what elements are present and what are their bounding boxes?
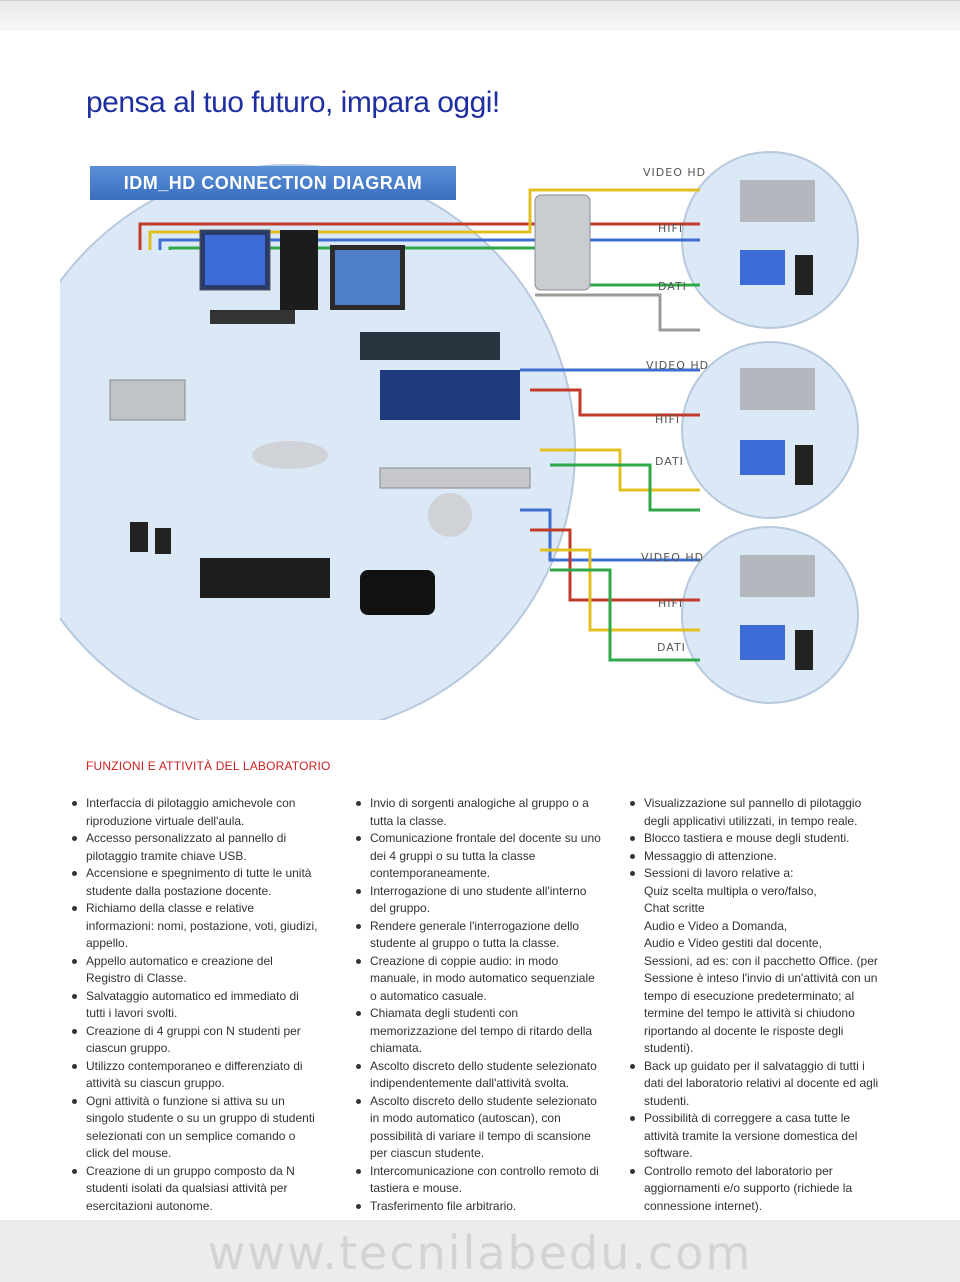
diagram-label: DATI [657,641,686,654]
features-column-2: Invio di sorgenti analogiche al gruppo o… [356,795,602,1215]
diagram-label: VIDEO HD [646,359,710,372]
list-item: Messaggio di attenzione. [630,848,880,866]
sub-item: Audio e Video a Domanda, [644,918,788,933]
diagram-label: VIDEO HD [641,551,705,564]
sub-item: Audio e Video gestiti dal docente, [644,936,822,950]
diagram-label: HIFI [658,222,684,235]
list-item: Invio di sorgenti analogiche al gruppo o… [356,795,602,830]
list-item: Possibilità di correggere a casa tutte l… [630,1110,880,1163]
diagram-title: IDM_HD CONNECTION DIAGRAM [123,173,423,193]
list-item: Appello automatico e creazione del Regis… [72,953,320,988]
list-item: Controllo remoto del laboratorio per agg… [630,1163,880,1216]
connection-diagram [60,151,859,720]
diagram-label: DATI [655,455,684,468]
list-item: Chiamata degli studenti con memorizzazio… [356,1005,602,1058]
sub-item: Sessioni, ad es: con il pacchetto Office… [644,953,878,1056]
section-title: FUNZIONI E ATTIVITÀ DEL LABORATORIO [86,759,331,773]
diagram-label: HIFI [655,413,681,426]
features-column-1: Interfaccia di pilotaggio amichevole con… [72,795,320,1215]
list-item: Ascolto discreto dello studente selezion… [356,1058,602,1093]
footer-band [0,1220,960,1282]
list-item: Utilizzo contemporaneo e differenziato d… [72,1058,320,1093]
list-item: Sessioni di lavoro relative a: [630,865,880,883]
list-item: Interrogazione di uno studente all'inter… [356,883,602,918]
list-item: Creazione di coppie audio: in modo manua… [356,953,602,1006]
list-item: Visualizzazione sul pannello di pilotagg… [630,795,880,830]
list-item: Ascolto discreto dello studente selezion… [356,1093,602,1163]
list-item: Creazione di un gruppo composto da N stu… [72,1163,320,1216]
list-item: Ogni attività o funzione si attiva su un… [72,1093,320,1163]
footer-url: www.tecnilabedu.com [207,1226,753,1280]
list-item: Back up guidato per il salvataggio di tu… [630,1058,880,1111]
sub-item: Quiz scelta multipla o vero/falso, [644,883,817,898]
list-item: Rendere generale l'interrogazione dello … [356,918,602,953]
features-column-3: Visualizzazione sul pannello di pilotagg… [630,795,880,1215]
list-item: Salvataggio automatico ed immediato di t… [72,988,320,1023]
diagram-label: DATI [658,280,687,293]
diagram-label: HIFI [658,597,684,610]
list-item: Creazione di 4 gruppi con N studenti per… [72,1023,320,1058]
list-item: Comunicazione frontale del docente su un… [356,830,602,883]
list-item: Trasferimento file arbitrario. [356,1198,602,1216]
diagram-label: VIDEO HD [643,166,707,179]
top-band [0,0,960,31]
list-item: Interfaccia di pilotaggio amichevole con… [72,795,320,830]
page-headline: pensa al tuo futuro, impara oggi! [86,86,500,119]
list-item: Blocco tastiera e mouse degli studenti. [630,830,880,848]
list-item: Accensione e spegnimento di tutte le uni… [72,865,320,900]
sub-item: Chat scritte [644,901,705,915]
diagram-title-bar [90,166,456,200]
list-item: Richiamo della classe e relative informa… [72,900,320,953]
list-item: Intercomunicazione con controllo remoto … [356,1163,602,1198]
list-item: Accesso personalizzato al pannello di pi… [72,830,320,865]
